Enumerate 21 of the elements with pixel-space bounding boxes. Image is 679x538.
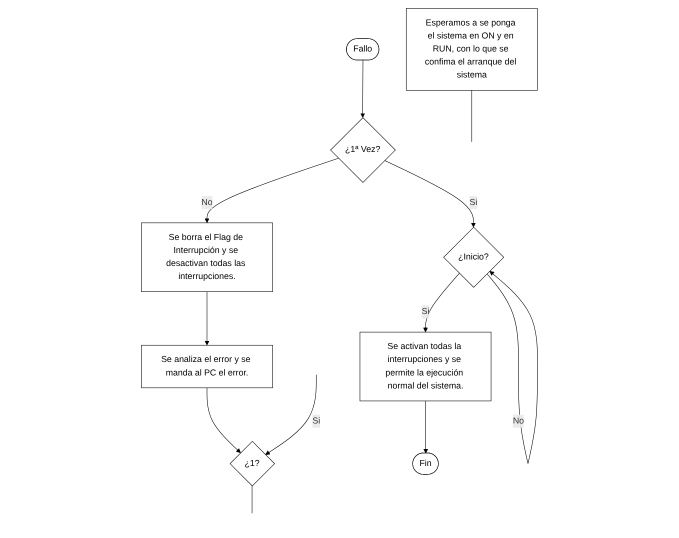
edge-label: Si (422, 306, 430, 316)
edge-label: No (512, 416, 524, 426)
arrow (204, 291, 210, 346)
arrow (204, 158, 339, 224)
node-diamond: ¿Inicio? (443, 226, 504, 288)
edge-label: Si (312, 416, 320, 426)
arrow (423, 400, 428, 454)
arrow (206, 388, 241, 454)
node-diamond: ¿1? (230, 440, 275, 486)
edge-label: No (201, 198, 213, 208)
node-box: Se activan todas la interrupciones y se permite la ejecución normal del sistema. (360, 332, 492, 402)
arrow (360, 60, 366, 118)
edge-label: Si (470, 198, 478, 208)
node-box: Se analiza el error y se manda al PC el error. (141, 344, 273, 388)
arrow (384, 160, 476, 228)
arrow (486, 270, 538, 464)
node-box: Esperamos a se ponga el sistema en ON y en RUN, con lo que se confima el arranque del sistema (406, 8, 538, 91)
node-box: Se borra el Flag de Interrupción y se desactivan todas las interrupciones. (141, 222, 273, 292)
arrow (265, 374, 317, 455)
node-diamond: ¿1ª Vez? (330, 117, 396, 183)
arrow (423, 273, 460, 332)
